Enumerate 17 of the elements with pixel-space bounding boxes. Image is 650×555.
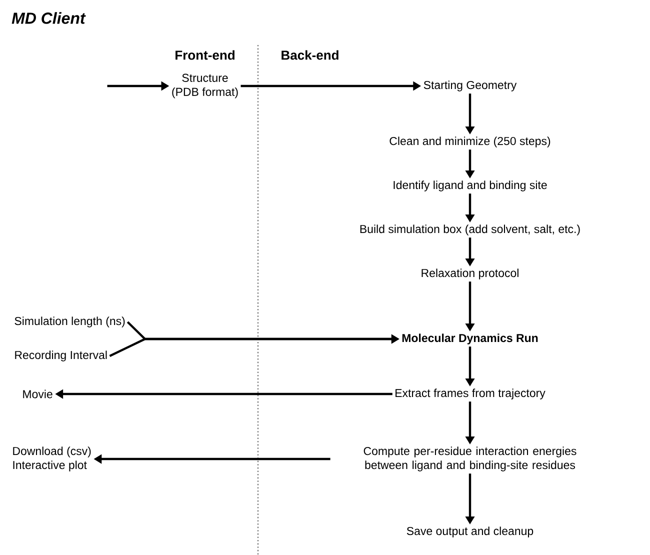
column-heading: Back-end bbox=[282, 50, 338, 60]
step-text: Build simulation box (add solvent, salt, etc.) bbox=[360, 224, 580, 236]
column-heading: Front-end bbox=[176, 50, 234, 60]
step-text: Compute per-residue interaction energies between ligand and binding-site residues bbox=[364, 446, 576, 472]
step-text: Molecular Dynamics Run bbox=[402, 334, 538, 344]
step-text: Relaxation protocol bbox=[422, 268, 518, 280]
step-text: Recording Interval bbox=[15, 350, 107, 362]
title: MD Client bbox=[12, 12, 86, 24]
step-text: Structure (PDB format) bbox=[172, 74, 238, 98]
step-text: Download (csv) Interactive plot bbox=[13, 446, 91, 472]
step-text: Starting Geometry bbox=[424, 80, 517, 92]
step-text: Save output and cleanup bbox=[406, 526, 534, 538]
step-text: Clean and minimize (250 steps) bbox=[390, 136, 550, 148]
step-text: Extract frames from trajectory bbox=[396, 388, 546, 400]
step-text: Identify ligand and binding site bbox=[394, 180, 547, 192]
step-text: Movie bbox=[23, 390, 52, 398]
step-text: Simulation length (ns) bbox=[14, 316, 125, 328]
